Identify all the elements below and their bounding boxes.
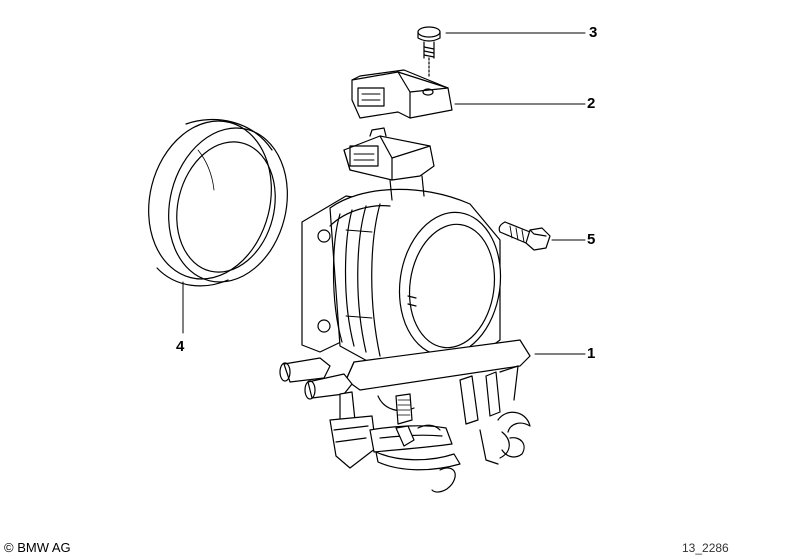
callout-part-5: 5 (587, 231, 596, 248)
sealing-ring-part-4 (148, 118, 288, 287)
leader-lines (182, 32, 586, 355)
callout-part-2: 2 (587, 95, 596, 112)
screw-part-3 (417, 26, 441, 79)
bolt-part-5 (498, 221, 551, 251)
copyright-label: © BMW AG (4, 540, 71, 555)
callout-part-3: 3 (589, 24, 598, 41)
throttle-sensor-part-2 (351, 69, 453, 119)
drawing-number-label: 13_2286 (682, 541, 729, 555)
throttle-body-part-1 (279, 127, 531, 493)
callout-part-1: 1 (587, 345, 596, 362)
callout-part-4: 4 (176, 338, 185, 355)
